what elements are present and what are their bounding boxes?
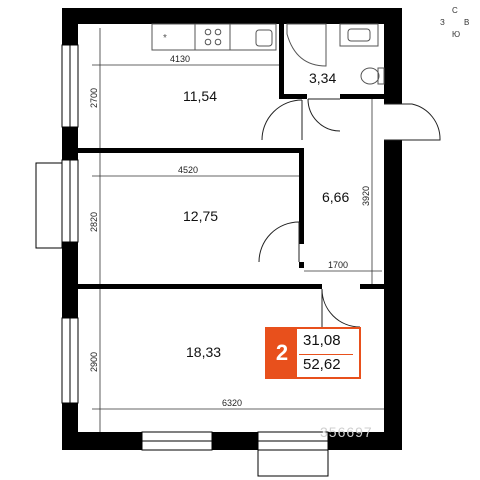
compass-icon: С В Ю З <box>436 6 472 42</box>
svg-text:*: * <box>163 33 167 44</box>
dim-top-width: 4130 <box>170 54 190 64</box>
dim-hall-height: 3920 <box>361 186 371 206</box>
room-area-hallway: 6,66 <box>322 189 349 205</box>
kitchen-counter: * <box>151 23 277 51</box>
room-area-bathroom: 3,34 <box>309 70 336 86</box>
outer-walls <box>62 8 402 450</box>
dimension-lines <box>92 28 384 432</box>
badge-divider <box>299 354 353 355</box>
dim-bottom-width: 6320 <box>222 398 242 408</box>
dim-top-height: 2700 <box>89 88 99 108</box>
room-area-top: 11,54 <box>183 88 217 104</box>
compass-west: З <box>440 18 445 27</box>
room-area-middle: 12,75 <box>183 208 218 224</box>
dim-middle-height: 2820 <box>89 212 99 232</box>
compass-south: Ю <box>452 30 461 39</box>
rooms-count: 2 <box>267 329 297 377</box>
dim-middle-width: 4520 <box>178 165 198 175</box>
dim-hall-width: 1700 <box>328 260 348 270</box>
bathroom-fixtures <box>286 23 385 85</box>
area-summary-badge: 2 31,08 52,62 <box>265 327 361 379</box>
interior-walls <box>78 24 384 289</box>
watermark: 356697 <box>320 424 373 440</box>
dim-bottom-height: 2900 <box>89 352 99 372</box>
bottom-windows <box>141 431 329 477</box>
left-windows <box>35 44 79 404</box>
doors <box>258 98 441 328</box>
total-area: 52,62 <box>303 356 341 373</box>
compass-north: С <box>452 6 458 15</box>
room-area-bottom: 18,33 <box>186 344 221 360</box>
living-area: 31,08 <box>303 332 341 349</box>
compass-east: В <box>464 18 470 27</box>
